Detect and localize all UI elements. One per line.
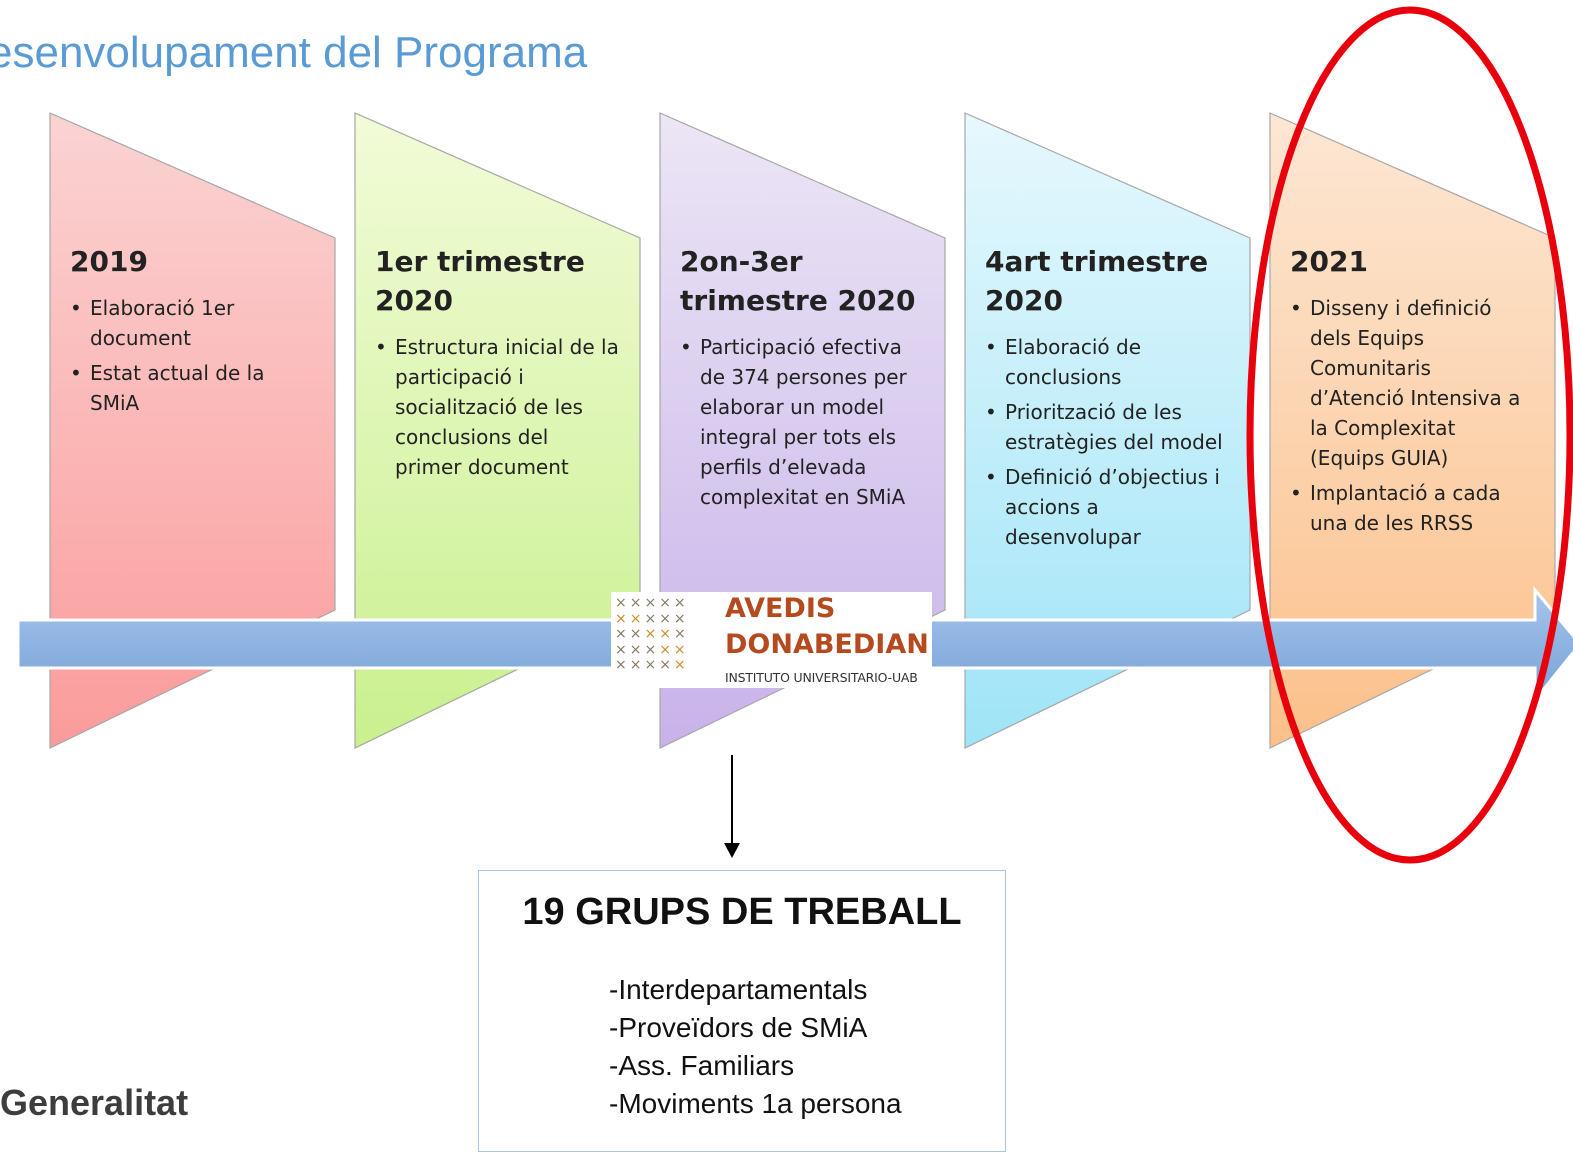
logo-line-2: DONABEDIAN — [725, 629, 929, 660]
page-title: esenvolupament del Programa — [0, 28, 588, 77]
phase-item: Estat actual de la SMiA — [70, 358, 310, 418]
phase-heading: 2019 — [70, 245, 148, 278]
phase-item: Implantació a cada una de les RRSS — [1290, 478, 1530, 538]
highlight-ellipse — [1246, 6, 1573, 864]
work-group-item: -Moviments 1a persona — [609, 1088, 902, 1119]
phase-item: Disseny i definició dels Equips Comunita… — [1290, 293, 1530, 473]
work-groups-box: 19 GRUPS DE TREBALL -Interdepartamentals… — [478, 870, 1006, 1152]
phase-q4-2020: 4art trimestre 2020 Elaboració de conclu… — [985, 242, 1230, 557]
phase-item: Definició d’objectius i accions a desenv… — [985, 462, 1230, 552]
phase-panel — [49, 112, 336, 749]
work-groups-title: 19 GRUPS DE TREBALL — [522, 891, 962, 933]
phase-heading: 4art trimestre 2020 — [985, 245, 1209, 317]
avedis-donabedian-logo: ××××××××××××××××××××××××× AVEDIS DONABED… — [611, 592, 932, 688]
phase-heading: 1er trimestre 2020 — [375, 245, 585, 317]
work-group-item: -Proveïdors de SMiA — [609, 1012, 868, 1043]
phase-item: Priorització de les estratègies del mode… — [985, 397, 1230, 457]
phase-item: Elaboració 1er document — [70, 293, 310, 353]
connector-arrowhead — [724, 843, 740, 858]
phase-item: Elaboració de conclusions — [985, 332, 1230, 392]
phase-item: Estructura inicial de la participació i … — [375, 332, 620, 482]
work-group-item: -Interdepartamentals — [609, 974, 868, 1005]
phase-2019: 2019 Elaboració 1er document Estat actua… — [70, 242, 310, 423]
footer-brand: Generalitat — [0, 1082, 189, 1123]
work-group-item: -Ass. Familiars — [609, 1050, 795, 1081]
logo-line-3: INSTITUTO UNIVERSITARIO-UAB — [725, 670, 918, 685]
logo-cross-pattern: ××××××××××××××××××××××××× — [615, 595, 689, 673]
phase-2021: 2021 Disseny i definició dels Equips Com… — [1290, 242, 1530, 543]
phase-q1-2020: 1er trimestre 2020 Estructura inicial de… — [375, 242, 620, 487]
logo-line-1: AVEDIS — [725, 593, 836, 624]
phase-heading: 2on-3er trimestre 2020 — [680, 245, 916, 317]
phase-item: Participació efectiva de 374 persones pe… — [680, 332, 930, 512]
phase-q2-q3-2020: 2on-3er trimestre 2020 Participació efec… — [680, 242, 930, 517]
phase-heading: 2021 — [1290, 245, 1368, 278]
